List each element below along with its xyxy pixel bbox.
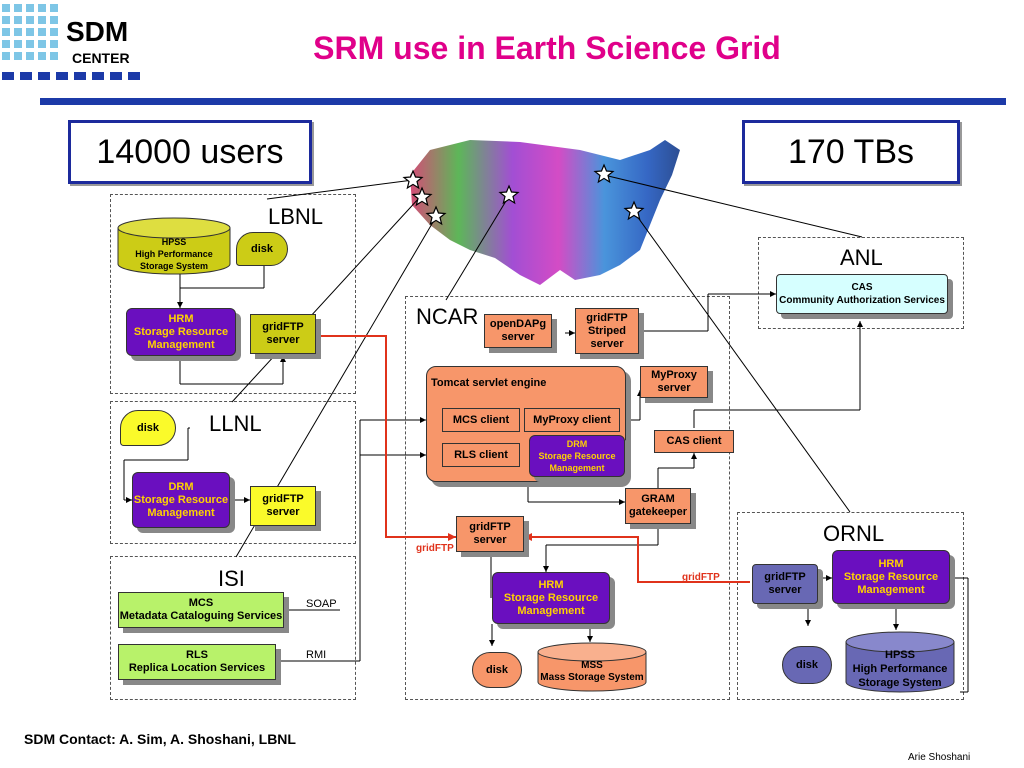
site-label-isi: ISI — [218, 566, 245, 591]
mcs-client: MCS client — [442, 408, 520, 432]
logo-center-text: CENTER — [72, 50, 130, 66]
users-count-box: 14000 users — [68, 120, 312, 184]
lbnl-hrm: HRM Storage Resource Management — [126, 308, 236, 356]
llnl-drm: DRM Storage Resource Management — [132, 472, 230, 528]
ncar-hrm: HRM Storage Resource Management — [492, 572, 610, 624]
ornl-hpss-storage: HPSS High Performance Storage System — [852, 649, 948, 689]
rls-client: RLS client — [442, 443, 520, 467]
ornl-disk: disk — [782, 646, 832, 684]
site-label-lbnl: LBNL — [268, 204, 324, 229]
storage-size-box: 170 TBs — [742, 120, 960, 184]
logo-sdm-text: SDM — [66, 16, 129, 47]
ncar-gridftp-server: gridFTP server — [456, 516, 524, 552]
soap-label: SOAP — [306, 598, 337, 610]
isi-rls: RLS Replica Location Services — [118, 644, 276, 680]
region-isi — [110, 556, 356, 700]
site-label-llnl: LLNL — [209, 411, 262, 436]
lbnl-gridftp-server: gridFTP server — [250, 314, 316, 354]
llnl-gridftp-server: gridFTP server — [250, 486, 316, 526]
isi-mcs: MCS Metadata Cataloguing Services — [118, 592, 284, 628]
site-label-anl: ANL — [840, 245, 883, 270]
ncar-drm: DRM Storage Resource Management — [529, 435, 625, 477]
ornl-hrm: HRM Storage Resource Management — [832, 550, 950, 604]
title-underline — [40, 98, 1006, 105]
ornl-gridftp-server: gridFTP server — [752, 564, 818, 604]
ncar-cas-client: CAS client — [654, 430, 734, 453]
sdm-contact: SDM Contact: A. Sim, A. Shoshani, LBNL — [24, 731, 296, 747]
author-credit: Arie Shoshani — [908, 752, 971, 763]
logo-grid-graphic — [2, 4, 140, 80]
ncar-disk: disk — [472, 652, 522, 688]
site-label-ornl: ORNL — [823, 521, 885, 546]
site-label-ncar: NCAR — [416, 304, 479, 329]
rmi-label: RMI — [306, 649, 327, 661]
ncar-opendap-server: openDAPg server — [484, 314, 552, 348]
lbnl-hpss-storage: HPSS High Performance Storage System — [135, 237, 213, 271]
lbnl-disk: disk — [236, 232, 288, 266]
gridftp-link-label-right: gridFTP — [682, 572, 720, 583]
myproxy-client: MyProxy client — [524, 408, 620, 432]
ncar-myproxy-server: MyProxy server — [640, 366, 708, 398]
gram-gatekeeper: GRAM gatekeeper — [625, 488, 691, 524]
ncar-mss: MSS Mass Storage System — [540, 660, 644, 683]
ncar-gridftp-striped-server: gridFTP Striped server — [575, 308, 639, 354]
sdm-logo: SDM CENTER — [0, 0, 155, 88]
gridftp-link-label-left: gridFTP — [416, 543, 454, 554]
page-title: SRM use in Earth Science Grid — [313, 30, 781, 66]
llnl-disk: disk — [120, 410, 176, 446]
tomcat-label: Tomcat servlet engine — [431, 377, 547, 389]
anl-cas: CAS Community Authorization Services — [776, 274, 948, 314]
region-ornl — [737, 512, 964, 700]
